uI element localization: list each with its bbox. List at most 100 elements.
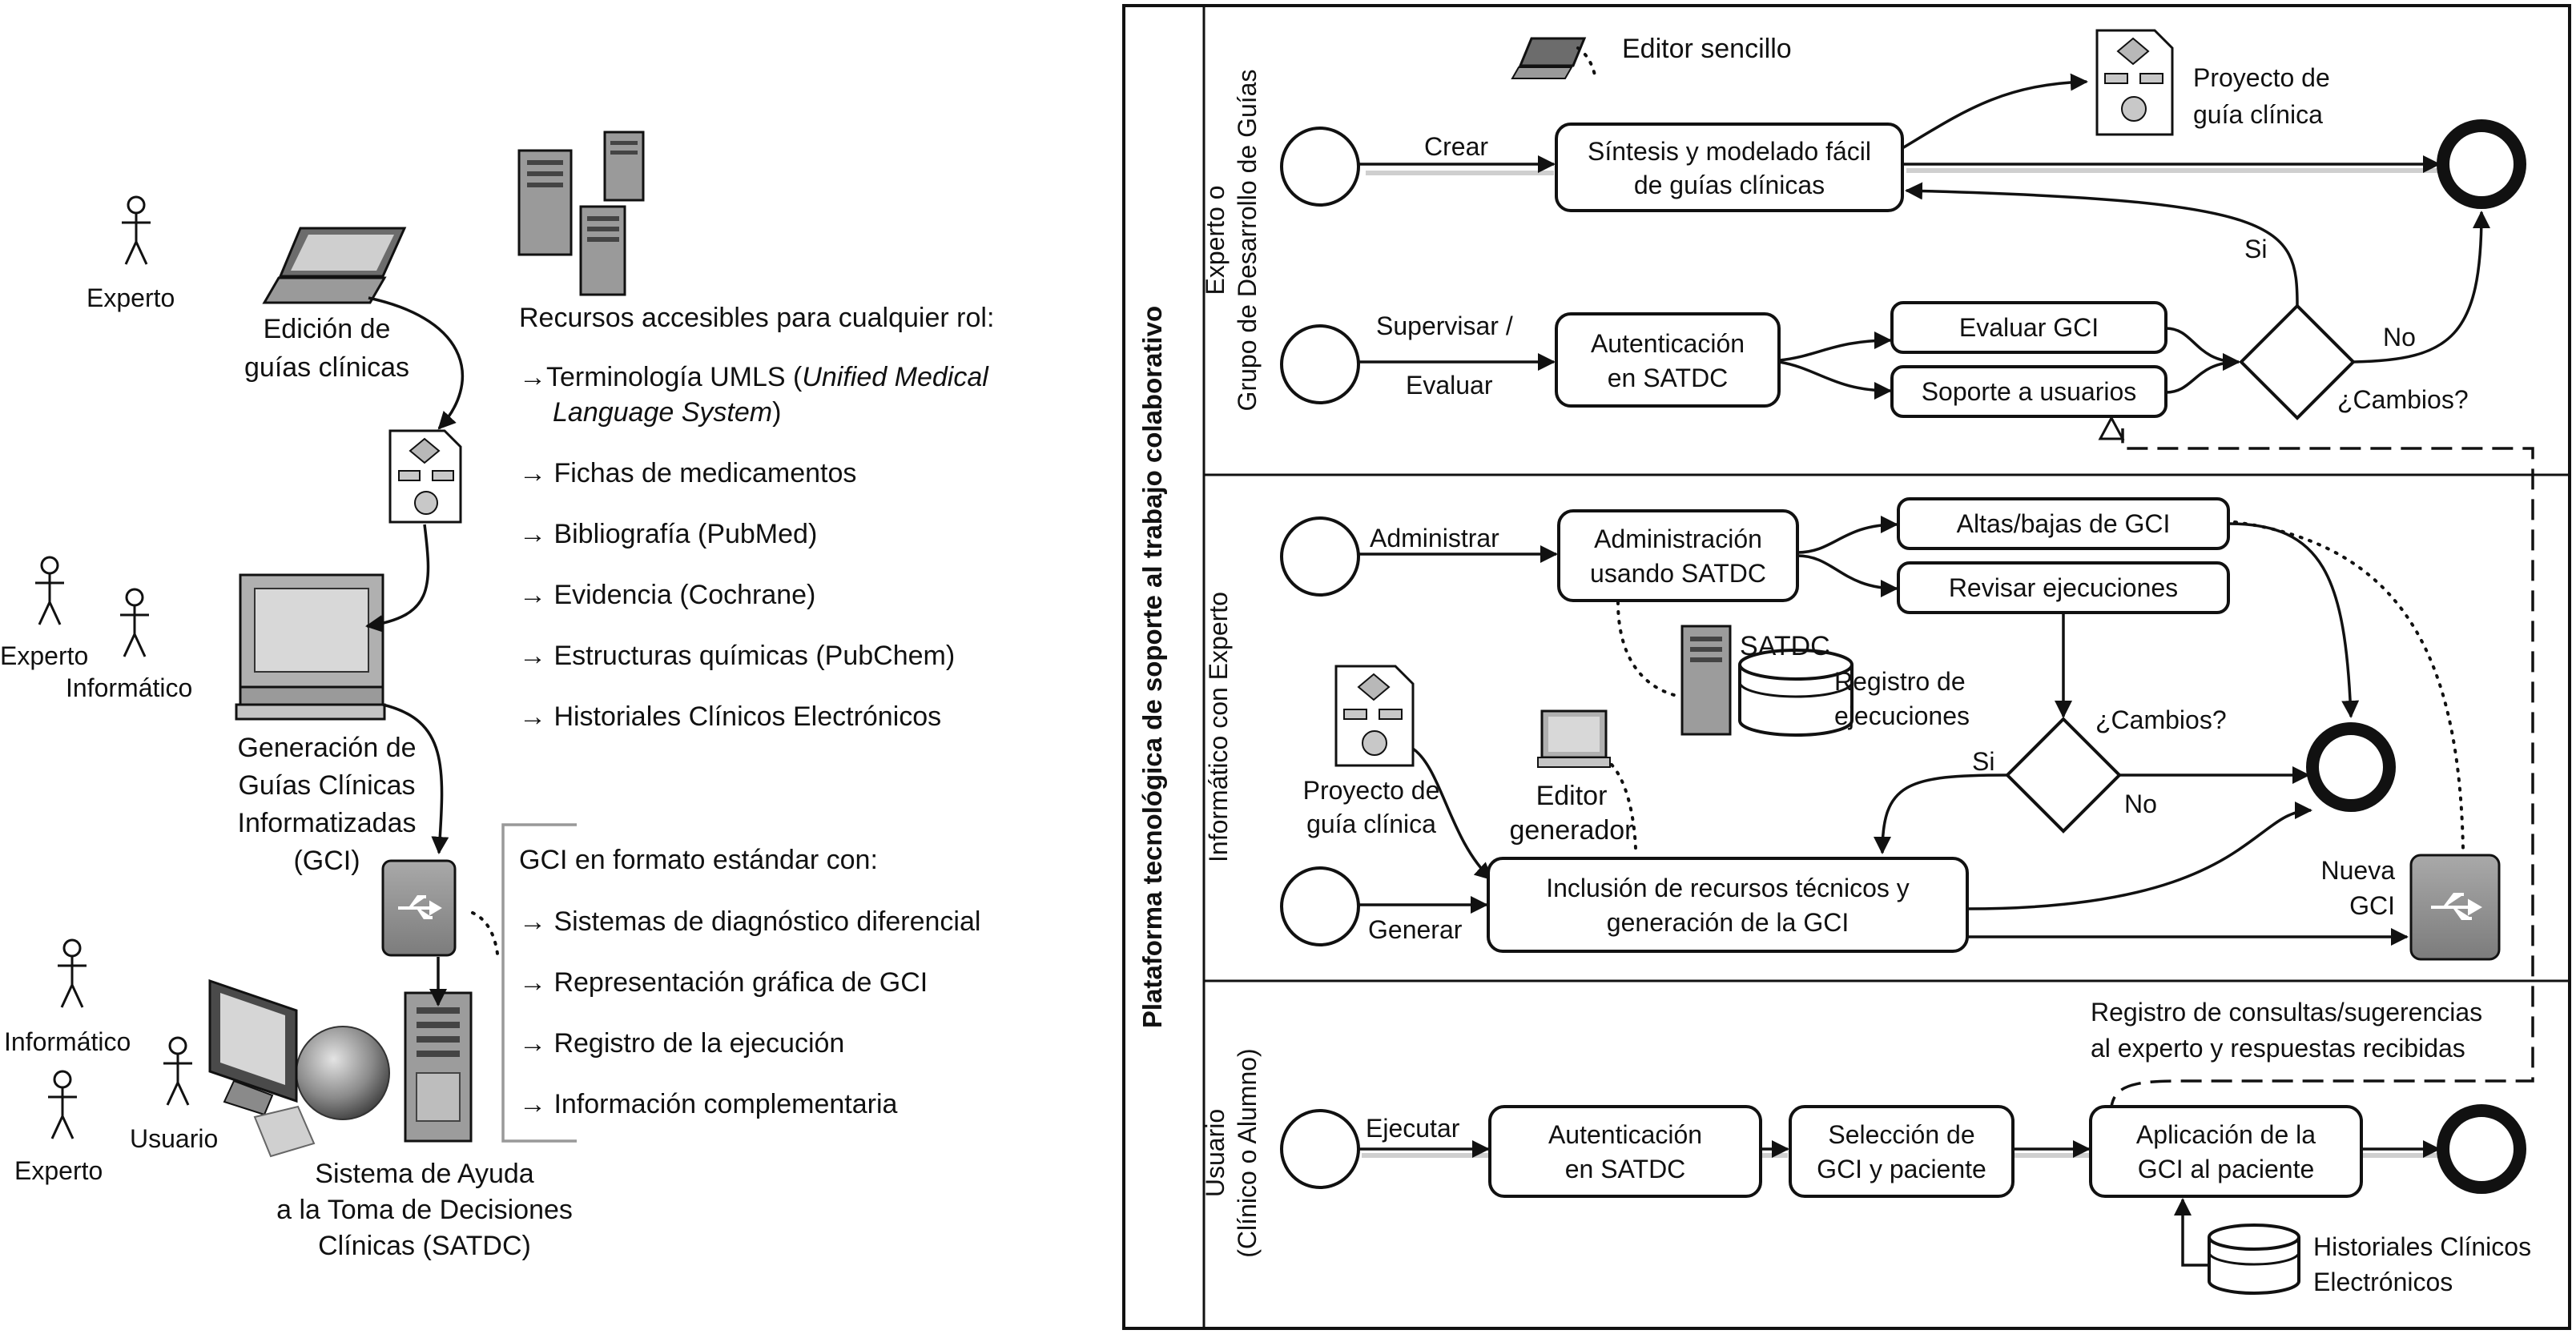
usb-drive-icon	[2409, 854, 2501, 961]
satdc-label: Sistema de Ayuda	[315, 1159, 534, 1189]
task-label: de guías clínicas	[1634, 171, 1825, 199]
generacion-label: Generación de	[237, 733, 416, 763]
person-icon	[122, 195, 151, 265]
flow-arrow	[1797, 554, 1898, 597]
desktop-computer-icon	[1537, 709, 1611, 768]
person-icon	[48, 1070, 77, 1139]
flow-arrow	[2165, 353, 2240, 394]
flow-arrow	[1778, 331, 1892, 362]
no-label: No	[2383, 323, 2416, 352]
task-aplicacion	[2089, 1105, 2363, 1198]
proyecto-label: guía clínica	[1306, 810, 1436, 838]
task-label: Altas/bajas de GCI	[1957, 509, 2171, 538]
generacion-label: Informatizadas	[238, 808, 417, 838]
generacion-label: Guías Clínicas	[238, 770, 415, 801]
nueva-gci-label: GCI	[2349, 891, 2395, 920]
task-label: Autenticación	[1548, 1120, 1702, 1149]
editor-label: Editor	[1536, 781, 1608, 811]
phone-icon	[253, 1105, 316, 1158]
person-icon	[163, 1036, 192, 1106]
role-label: Usuario	[130, 1124, 218, 1153]
guideline-document-icon	[2095, 29, 2174, 136]
gateway-cambios	[2005, 717, 2122, 834]
servers-icon	[517, 131, 645, 296]
task-label: GCI y paciente	[1817, 1155, 1986, 1183]
flow-arrow	[2174, 1198, 2209, 1267]
proyecto-label: Proyecto de	[1303, 776, 1440, 805]
registro-consultas-label: al experto y respuestas recibidas	[2091, 1034, 2465, 1063]
recursos-item: →Terminología UMLS (Unified Medical	[519, 362, 989, 392]
task-autenticacion	[1488, 1105, 1762, 1198]
role-label: Informático	[4, 1027, 131, 1056]
task-label: usando SATDC	[1590, 559, 1766, 588]
generar-label: Generar	[1368, 915, 1463, 944]
flow-arrow	[1797, 516, 1898, 554]
task-label: Administración	[1594, 524, 1762, 553]
task-label: en SATDC	[1608, 364, 1729, 392]
left-panel: Experto Experto Informático Informático …	[0, 131, 994, 1261]
flow-arrow	[2353, 211, 2490, 364]
end-event	[2437, 1104, 2526, 1194]
start-event	[1280, 127, 1360, 207]
globe-icon	[296, 1026, 390, 1120]
person-icon	[35, 556, 64, 625]
person-icon	[58, 938, 87, 1008]
feedback-dashed-path	[2109, 428, 2534, 1118]
gci-item: → Sistemas de diagnóstico diferencial	[519, 906, 980, 937]
task-label: Inclusión de recursos técnicos y	[1546, 874, 1910, 902]
registro-label: Registro de	[1834, 667, 1966, 696]
flow-arrow	[2165, 327, 2240, 371]
laptop-icon	[1511, 37, 1587, 79]
satdc-label: SATDC	[1740, 631, 1830, 661]
historiales-label: Electrónicos	[2313, 1268, 2453, 1296]
flow-arrow	[365, 524, 430, 633]
recursos-item: → Estructuras químicas (PubChem)	[519, 641, 955, 671]
end-event	[2306, 722, 2396, 812]
supervisar-label: Supervisar /	[1376, 311, 1513, 340]
platform-frame	[1122, 4, 2571, 1330]
dotted-connector	[471, 911, 500, 962]
generacion-label: (GCI)	[293, 846, 360, 876]
desktop-computer-icon	[235, 573, 386, 721]
recursos-title: Recursos accesibles para cualquier rol:	[519, 303, 994, 333]
dotted-connector	[2233, 520, 2465, 850]
gci-item: → Representación gráfica de GCI	[519, 967, 928, 998]
gateway-label: ¿Cambios?	[2337, 385, 2469, 414]
start-event	[1280, 516, 1360, 597]
lane-label: (Clínico o Alumno)	[1233, 1048, 1262, 1257]
recursos-item: → Historiales Clínicos Electrónicos	[519, 701, 941, 732]
satdc-label: a la Toma de Decisiones	[276, 1195, 573, 1225]
flow-arrow	[1905, 182, 2299, 307]
gateway-label: ¿Cambios?	[2095, 705, 2227, 734]
recursos-item: → Fichas de medicamentos	[519, 458, 856, 488]
task-label: GCI al paciente	[2138, 1155, 2315, 1183]
gci-bracket	[501, 823, 577, 1143]
platform-title: Plataforma tecnológica de soporte al tra…	[1137, 306, 1167, 1028]
end-event	[2437, 119, 2526, 209]
start-event	[1280, 324, 1360, 404]
recursos-item: → Evidencia (Cochrane)	[519, 580, 815, 610]
administrar-label: Administrar	[1370, 524, 1499, 552]
crear-label: Crear	[1424, 132, 1488, 161]
guideline-document-icon	[1334, 665, 1415, 767]
server-icon	[1680, 625, 1732, 736]
flow-arrow	[1902, 73, 2088, 150]
role-label: Experto	[14, 1156, 103, 1185]
flow-arrow	[1411, 747, 1493, 881]
task-sintesis	[1555, 123, 1904, 212]
ejecutar-label: Ejecutar	[1366, 1114, 1460, 1143]
database-icon	[1738, 649, 1854, 737]
right-panel: Plataforma tecnológica de soporte al tra…	[1122, 4, 2571, 1330]
start-event	[1280, 1109, 1360, 1189]
satdc-label: Clínicas (SATDC)	[318, 1231, 531, 1261]
task-label: Síntesis y modelado fácil	[1588, 137, 1871, 166]
server-tower-icon	[404, 991, 473, 1143]
gci-item: → Información complementaria	[519, 1089, 898, 1119]
dotted-connector	[1576, 46, 1597, 80]
gateway-cambios	[2239, 303, 2356, 420]
triangle-marker-icon	[2098, 415, 2125, 440]
task-label: Selección de	[1828, 1120, 1974, 1149]
dotted-connector	[1610, 763, 1637, 850]
supervisar-label: Evaluar	[1406, 371, 1493, 400]
